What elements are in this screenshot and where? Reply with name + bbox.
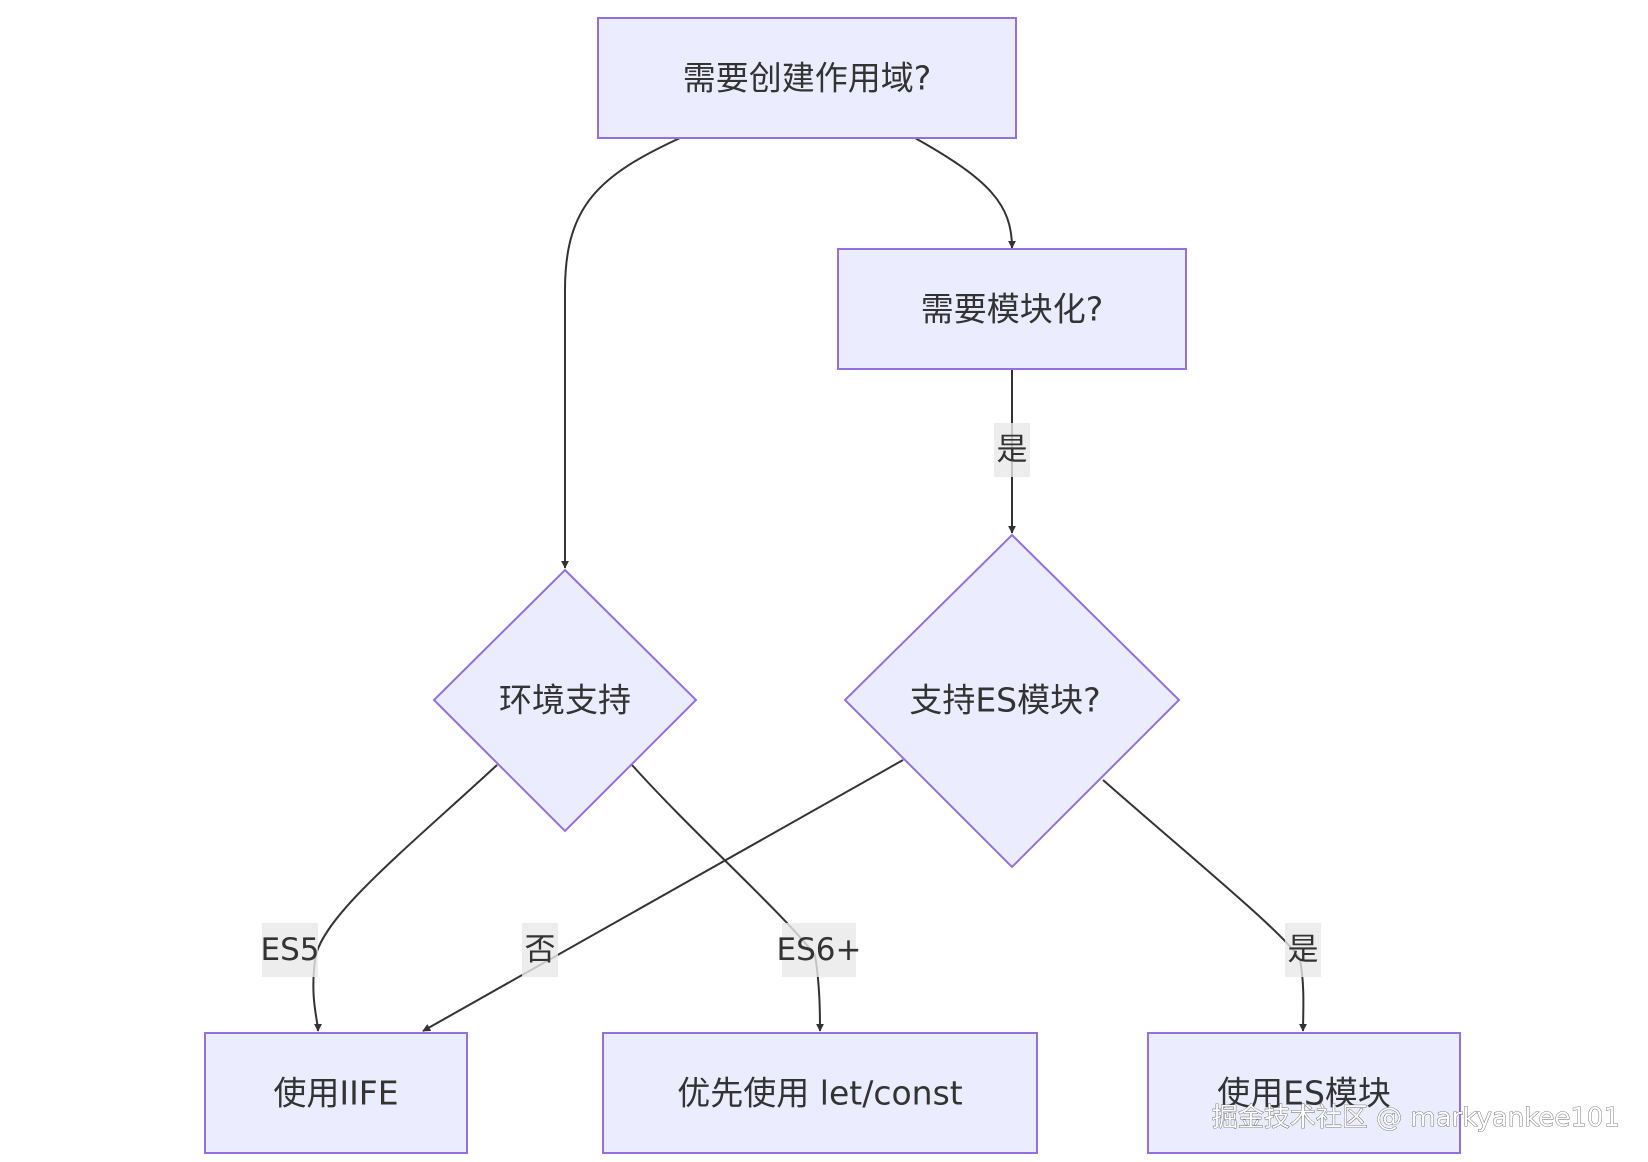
node-use-es-module: 使用ES模块 <box>1147 1032 1461 1154</box>
edge-env-to-iife <box>312 764 498 1032</box>
edge-label-module-yes: 是 <box>994 423 1030 477</box>
node-module-question-label: 需要模块化? <box>921 290 1104 329</box>
node-scope-question-label: 需要创建作用域? <box>683 59 932 98</box>
edge-label-env-es6-text: ES6+ <box>777 932 862 968</box>
edge-esm-to-iife <box>422 759 904 1032</box>
edge-label-env-es5-text: ES5 <box>261 932 320 968</box>
node-use-iife-label: 使用IIFE <box>273 1074 398 1113</box>
edge-label-esm-yes-text: 是 <box>1288 932 1319 968</box>
edge-label-env-es6: ES6+ <box>777 923 862 977</box>
edge-label-esm-no-text: 否 <box>525 932 556 968</box>
edge-label-env-es5: ES5 <box>261 923 320 977</box>
node-use-es-module-label: 使用ES模块 <box>1217 1074 1391 1113</box>
watermark: 掘金技术社区 @ markyankee101 <box>1212 1103 1620 1133</box>
node-env-support: 环境支持 <box>432 568 698 833</box>
node-use-iife: 使用IIFE <box>204 1032 468 1154</box>
node-scope-question: 需要创建作用域? <box>597 17 1017 139</box>
node-module-question: 需要模块化? <box>837 248 1187 370</box>
edge-label-esm-yes: 是 <box>1285 923 1321 977</box>
edge-scope-to-env <box>561 137 681 569</box>
node-prefer-let-const: 优先使用 let/const <box>602 1032 1038 1154</box>
edge-esm-to-esmodule <box>1102 779 1308 1032</box>
edge-scope-to-module <box>914 137 1016 249</box>
edge-label-esm-no: 否 <box>522 923 558 977</box>
node-prefer-let-const-label: 优先使用 let/const <box>677 1074 962 1113</box>
node-es-module-support: 支持ES模块? <box>843 533 1181 869</box>
node-es-module-support-label: 支持ES模块? <box>909 681 1100 720</box>
edge-label-module-yes-text: 是 <box>997 432 1028 468</box>
node-env-support-label: 环境支持 <box>499 681 631 720</box>
